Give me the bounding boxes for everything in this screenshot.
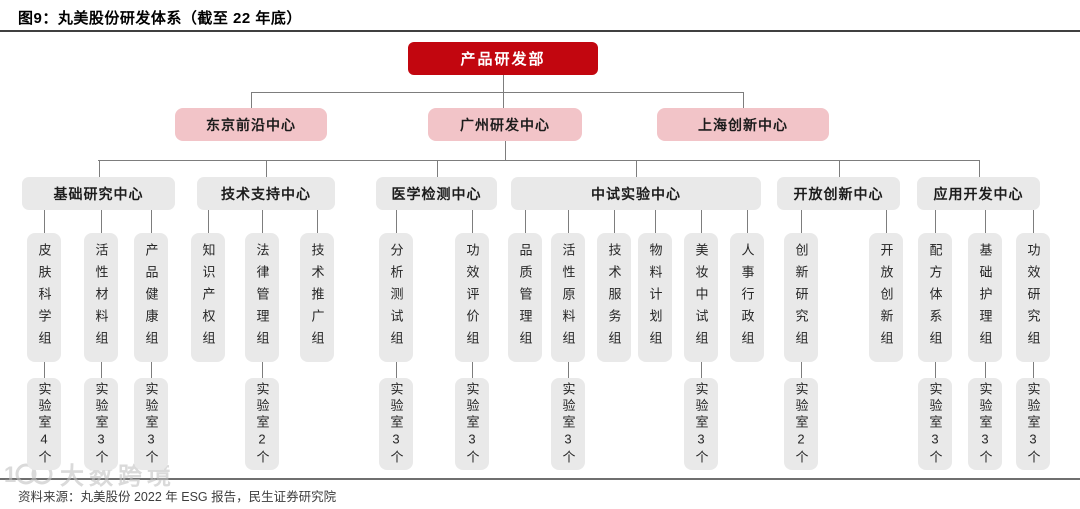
org-node-lab: 实验室2个: [245, 378, 279, 470]
connector-line: [701, 210, 702, 233]
org-node-lab: 实验室3个: [455, 378, 489, 470]
connector-line: [655, 210, 656, 233]
org-node-group: 物料计划组: [638, 233, 672, 362]
connector-line: [101, 210, 102, 233]
connector-line: [262, 362, 263, 378]
org-node-lab: 实验室3个: [968, 378, 1002, 470]
org-node-branch: 东京前沿中心: [175, 108, 327, 141]
org-node-lab: 实验室3个: [551, 378, 585, 470]
connector-line: [1033, 210, 1034, 233]
connector-line: [701, 362, 702, 378]
connector-line: [44, 362, 45, 378]
connector-line: [503, 75, 504, 92]
connector-line: [262, 210, 263, 233]
source-note: 资料来源：丸美股份 2022 年 ESG 报告，民生证券研究院: [18, 490, 337, 504]
svg-text:1: 1: [4, 462, 16, 486]
org-node-lab: 实验室3个: [134, 378, 168, 470]
org-node-group: 基础护理组: [968, 233, 1002, 362]
org-node-group: 配方体系组: [918, 233, 952, 362]
org-node-center: 医学检测中心: [376, 177, 497, 210]
org-node-group: 人事行政组: [730, 233, 764, 362]
org-node-branch: 广州研发中心: [428, 108, 582, 141]
connector-line: [208, 210, 209, 233]
connector-line: [396, 210, 397, 233]
org-node-group: 美妆中试组: [684, 233, 718, 362]
org-node-group: 活性原料组: [551, 233, 585, 362]
connector-line: [839, 160, 840, 177]
connector-line: [503, 92, 504, 108]
org-node-lab: 实验室4个: [27, 378, 61, 470]
connector-line: [614, 210, 615, 233]
connector-line: [151, 362, 152, 378]
connector-line: [396, 362, 397, 378]
org-node-group: 法律管理组: [245, 233, 279, 362]
connector-line: [979, 160, 980, 177]
connector-line: [886, 210, 887, 233]
org-node-center: 开放创新中心: [777, 177, 900, 210]
org-node-group: 品质管理组: [508, 233, 542, 362]
footer-divider: [0, 478, 1080, 480]
org-node-group: 功效评价组: [455, 233, 489, 362]
connector-line: [317, 210, 318, 233]
connector-line: [472, 210, 473, 233]
connector-line: [801, 210, 802, 233]
connector-line: [99, 160, 100, 177]
connector-line: [801, 362, 802, 378]
org-node-group: 活性材料组: [84, 233, 118, 362]
connector-line: [568, 362, 569, 378]
org-node-lab: 实验室3个: [684, 378, 718, 470]
org-node-group: 开放创新组: [869, 233, 903, 362]
org-node-group: 产品健康组: [134, 233, 168, 362]
org-node-lab: 实验室3个: [918, 378, 952, 470]
connector-line: [266, 160, 267, 177]
org-node-lab: 实验室2个: [784, 378, 818, 470]
org-node-root: 产品研发部: [408, 42, 598, 75]
connector-line: [568, 210, 569, 233]
connector-line: [505, 141, 506, 160]
connector-line: [985, 362, 986, 378]
org-node-center: 应用开发中心: [917, 177, 1040, 210]
org-node-group: 技术服务组: [597, 233, 631, 362]
connector-line: [525, 210, 526, 233]
org-node-branch: 上海创新中心: [657, 108, 829, 141]
org-node-group: 知识产权组: [191, 233, 225, 362]
org-node-center: 基础研究中心: [22, 177, 175, 210]
title-divider: [0, 30, 1080, 32]
org-node-center: 中试实验中心: [511, 177, 761, 210]
org-node-lab: 实验室3个: [84, 378, 118, 470]
connector-line: [747, 210, 748, 233]
connector-line: [985, 210, 986, 233]
org-node-group: 创新研究组: [784, 233, 818, 362]
org-node-center: 技术支持中心: [197, 177, 335, 210]
org-node-group: 分析测试组: [379, 233, 413, 362]
figure-title: 图9：丸美股份研发体系（截至 22 年底）: [18, 10, 302, 27]
connector-line: [636, 160, 637, 177]
connector-line: [251, 92, 744, 93]
connector-line: [251, 92, 252, 108]
connector-line: [151, 210, 152, 233]
org-node-group: 技术推广组: [300, 233, 334, 362]
connector-line: [743, 92, 744, 108]
org-node-lab: 实验室3个: [379, 378, 413, 470]
connector-line: [101, 362, 102, 378]
connector-line: [472, 362, 473, 378]
connector-line: [98, 160, 979, 161]
org-node-group: 功效研究组: [1016, 233, 1050, 362]
org-node-group: 皮肤科学组: [27, 233, 61, 362]
connector-line: [935, 210, 936, 233]
connector-line: [437, 160, 438, 177]
connector-line: [935, 362, 936, 378]
connector-line: [44, 210, 45, 233]
connector-line: [1033, 362, 1034, 378]
org-node-lab: 实验室3个: [1016, 378, 1050, 470]
